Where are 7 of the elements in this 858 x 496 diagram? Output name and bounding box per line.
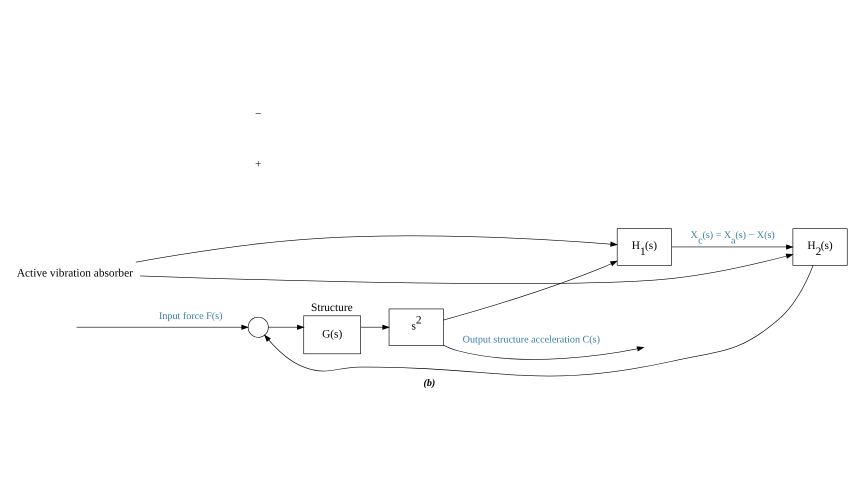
label: +: [254, 158, 261, 171]
edge-label: Input force F(s): [158, 310, 222, 322]
edge-label: Output structure acceleration C(s): [462, 334, 600, 346]
label: −: [254, 108, 261, 121]
caption: (b): [422, 378, 435, 390]
node-label: Structure: [310, 302, 352, 314]
node-text: Active vibration absorber: [16, 267, 132, 280]
